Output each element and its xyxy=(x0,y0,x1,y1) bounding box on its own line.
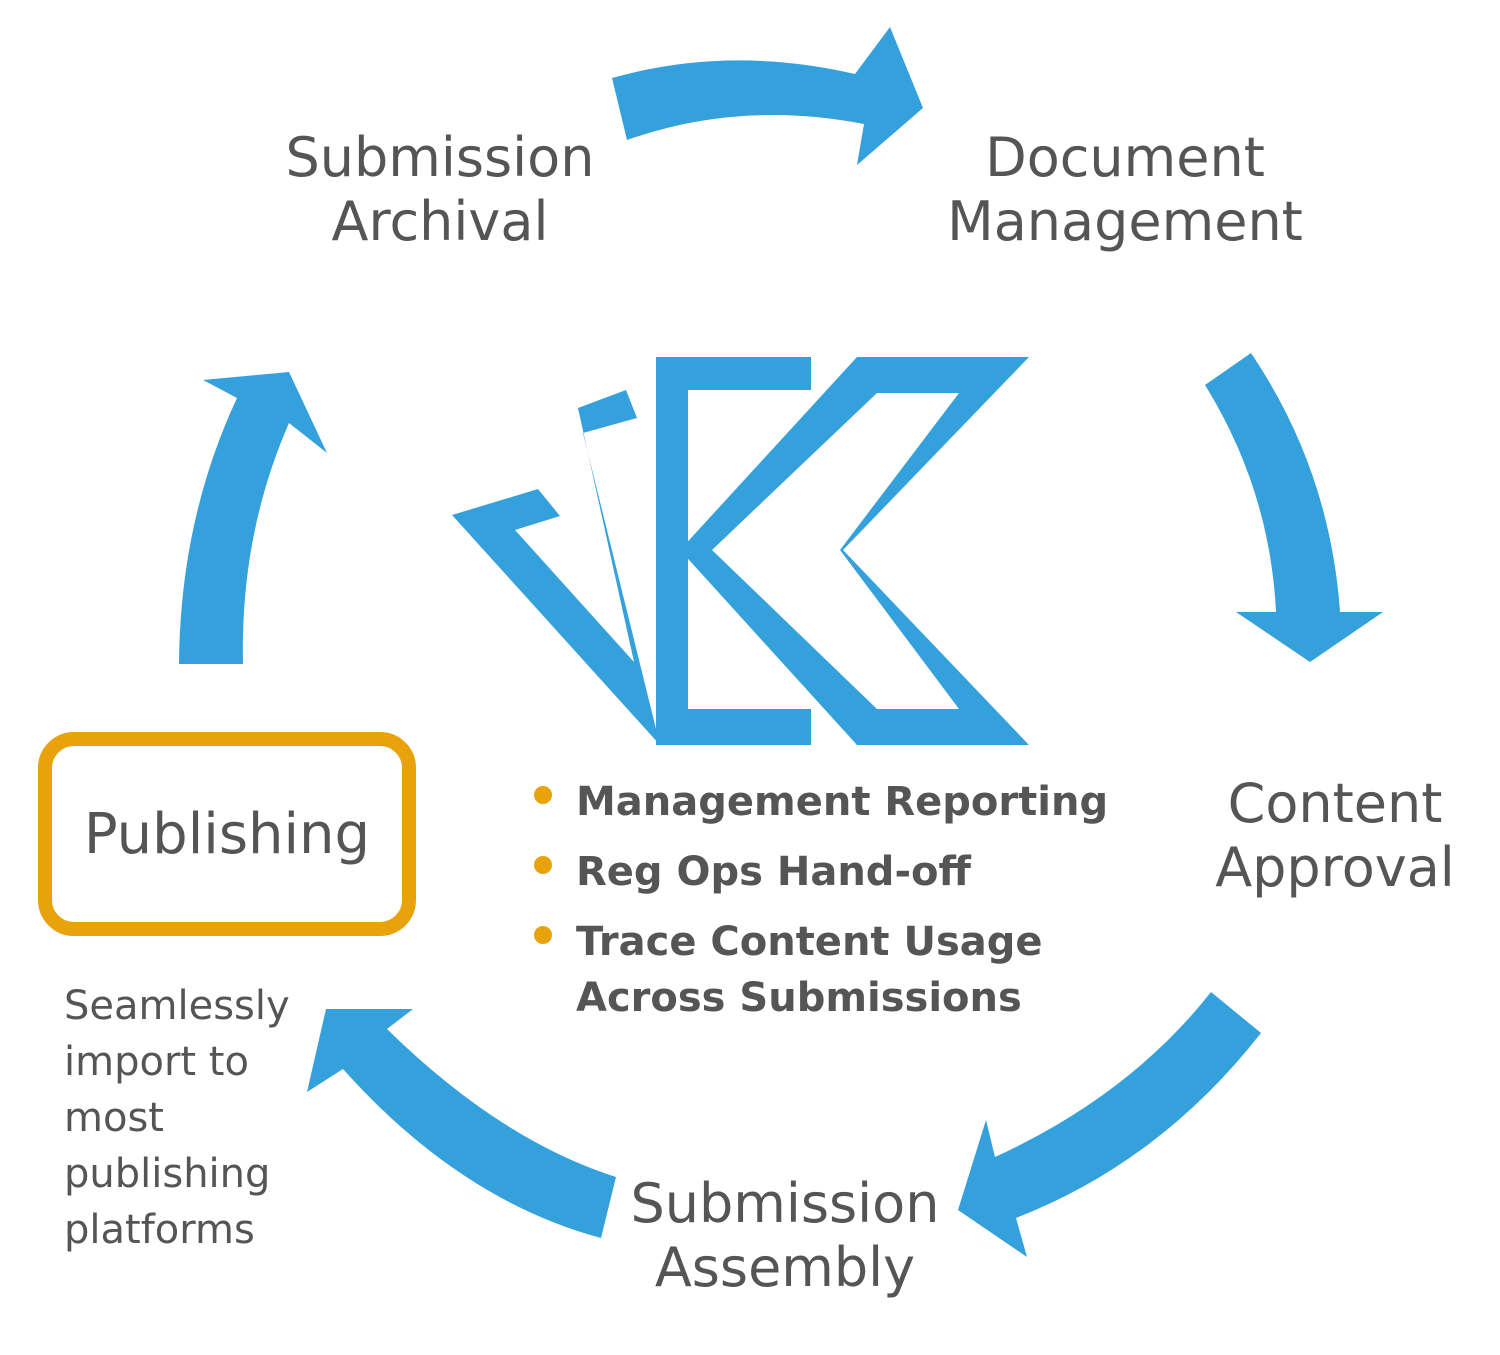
feature-item: Management Reporting xyxy=(532,774,1132,830)
stage-content-approval: Content Approval xyxy=(1190,772,1480,900)
arrow-approval-to-assembly-icon xyxy=(958,992,1261,1257)
logo-leaf-left-icon xyxy=(452,390,660,745)
stage-label-line: Content xyxy=(1227,772,1443,835)
arrow-docmgmt-to-approval-icon xyxy=(1205,353,1383,662)
feature-item: Trace Content Usage Across Submissions xyxy=(532,914,1132,1026)
publishing-label: Publishing xyxy=(83,801,371,867)
arrow-publishing-to-archival-icon xyxy=(179,372,327,664)
publishing-box: Publishing xyxy=(38,732,416,936)
publishing-note-line: most xyxy=(64,1095,164,1141)
feature-line: Across Submissions xyxy=(576,975,1022,1021)
feature-text: Trace Content Usage Across Submissions xyxy=(576,914,1132,1026)
stage-label-line: Assembly xyxy=(654,1236,916,1299)
publishing-note-line: platforms xyxy=(64,1207,255,1253)
stage-label-line: Archival xyxy=(331,190,549,253)
feature-list: Management Reporting Reg Ops Hand-off Tr… xyxy=(532,774,1132,1040)
stage-label-line: Management xyxy=(947,190,1303,253)
publishing-note-line: publishing xyxy=(64,1151,271,1197)
bullet-icon xyxy=(534,926,552,944)
publishing-note-line: import to xyxy=(64,1039,249,1085)
publishing-note: Seamlessly import to most publishing pla… xyxy=(64,978,354,1258)
logo-icon xyxy=(452,357,1029,745)
stage-label-line: Submission xyxy=(285,126,595,189)
feature-text: Reg Ops Hand-off xyxy=(576,844,1132,900)
arrow-assembly-to-publishing-icon xyxy=(307,1009,616,1238)
bullet-icon xyxy=(534,786,552,804)
feature-line: Reg Ops Hand-off xyxy=(576,849,971,895)
logo-bracket-icon xyxy=(656,357,811,745)
stage-label-line: Document xyxy=(985,126,1265,189)
bullet-icon xyxy=(534,856,552,874)
stage-submission-archival: Submission Archival xyxy=(270,126,610,254)
publishing-note-line: Seamlessly xyxy=(64,983,290,1029)
feature-text: Management Reporting xyxy=(576,774,1132,830)
feature-line: Trace Content Usage xyxy=(576,919,1043,965)
logo-chevron-icon xyxy=(680,357,1029,745)
feature-line: Management Reporting xyxy=(576,779,1109,825)
arrow-archival-to-docmgmt-icon xyxy=(612,27,923,165)
stage-submission-assembly: Submission Assembly xyxy=(610,1172,960,1300)
feature-item: Reg Ops Hand-off xyxy=(532,844,1132,900)
stage-label-line: Submission xyxy=(630,1172,940,1235)
stage-document-management: Document Management xyxy=(920,126,1330,254)
stage-label-line: Approval xyxy=(1215,836,1455,899)
